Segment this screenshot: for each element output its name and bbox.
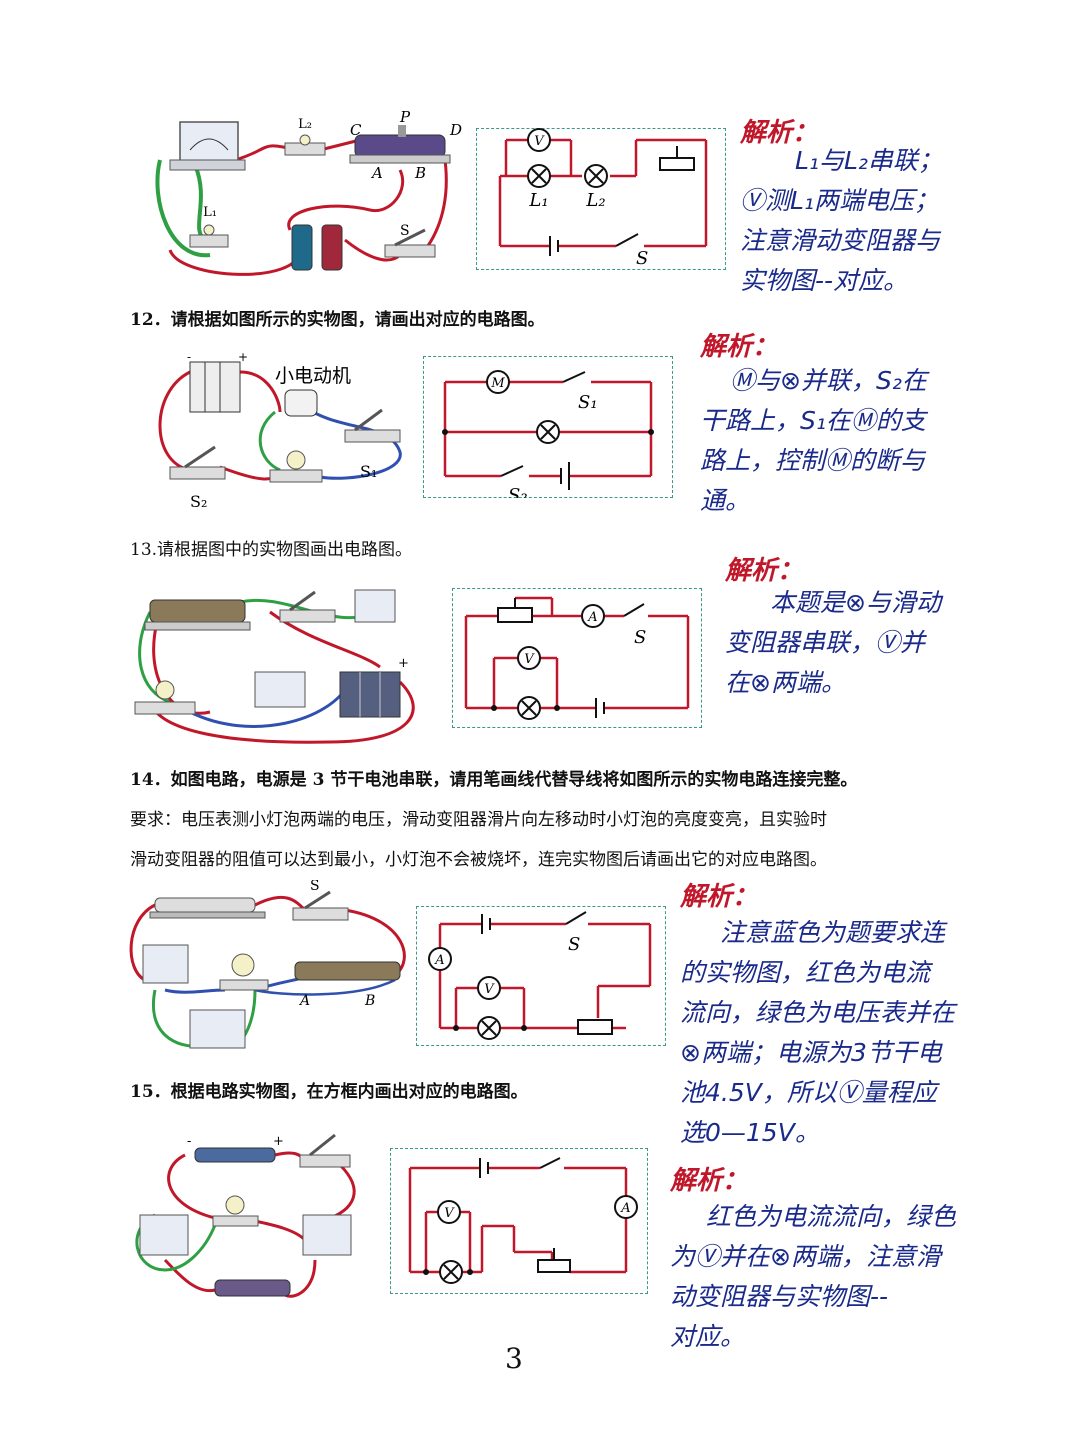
q11-label-B: B — [414, 164, 426, 182]
q11-schem-L2: L₂ — [585, 190, 605, 211]
q12-analysis-line: 干路上，S₁在Ⓜ的支 — [700, 406, 926, 435]
q13-analysis-line: 本题是⊗与滑动 — [770, 588, 941, 617]
q15-physical-diagram: - + — [135, 1133, 356, 1298]
q11-schematic-frame — [476, 128, 726, 270]
q13-schematic-frame — [452, 588, 702, 728]
q15-question: 15．根据电路实物图，在方框内画出对应的电路图。 — [130, 1082, 528, 1102]
q15-analysis-line: 为Ⓥ并在⊗两端，注意滑 — [670, 1242, 941, 1271]
q11-physical-diagram: L₂ C P D A B L₁ S — [155, 110, 462, 276]
q12-analysis-line: 路上，控制Ⓜ的断与 — [700, 446, 926, 475]
q12-label-S1: S₁ — [360, 462, 377, 481]
q14-question: 14．如图电路，电源是 3 节干电池串联，请用笔画线代替导线将如图所示的实物电路… — [130, 770, 858, 790]
q11-label-S: S — [400, 223, 410, 239]
q14-schematic-frame — [416, 906, 666, 1046]
svg-text:V: V — [484, 982, 495, 997]
q14-label-B: B — [364, 993, 375, 1009]
q12-label-minus: - — [187, 352, 191, 364]
svg-text:A: A — [620, 1201, 630, 1216]
q13-label-plus: + — [398, 656, 409, 671]
q14-label-S: S — [310, 880, 320, 894]
q12-label-S2: S₂ — [190, 492, 207, 511]
q15-schematic-frame — [390, 1148, 648, 1294]
q13-physical-diagram: + — [134, 589, 415, 744]
q11-label-D: D — [449, 121, 462, 139]
q11-analysis-heading: 解析： — [740, 118, 819, 148]
q12-physical-diagram: - + 小电动机 S₂ S₁ — [158, 352, 402, 511]
q15-analysis-line: 动变阻器与实物图-- — [670, 1282, 889, 1311]
q14-analysis-line: 注意蓝色为题要求连 — [720, 918, 946, 947]
q12-analysis-line: Ⓜ与⊗并联，S₂在 — [730, 366, 927, 395]
q11-analysis-line: 注意滑动变阻器与 — [740, 226, 941, 255]
q14-analysis: 解析： 注意蓝色为题要求连 的实物图，红色为电流 流向，绿色为电压表并在 ⊗两端… — [680, 876, 955, 1153]
q12-analysis-heading: 解析： — [700, 332, 779, 362]
q14-analysis-line: 流向，绿色为电压表并在 — [680, 998, 956, 1027]
q13-analysis: 解析： 本题是⊗与滑动 变阻器串联，Ⓥ并 在⊗两端。 — [725, 550, 941, 703]
q15-schematic: V A — [408, 1157, 638, 1284]
q13-schematic: A V S — [464, 596, 690, 720]
q14-analysis-heading: 解析： — [680, 882, 759, 912]
q11-analysis-line: L₁与L₂串联； — [795, 146, 943, 175]
q14-analysis-line: 选0—15V。 — [680, 1118, 820, 1147]
q12-analysis-line: 通。 — [700, 486, 751, 515]
q12-schem-S1: S₁ — [578, 392, 598, 413]
svg-text:A: A — [587, 610, 597, 625]
q11-analysis: 解析： L₁与L₂串联； Ⓥ测L₁两端电压； 注意滑动变阻器与 实物图--对应。 — [740, 112, 943, 301]
page-number: 3 — [505, 1342, 523, 1375]
q11-schem-L1: L₁ — [528, 190, 548, 211]
q12-question: 12．请根据如图所示的实物图，请画出对应的电路图。 — [130, 310, 545, 330]
q15-analysis-line: 红色为电流流向，绿色 — [706, 1202, 957, 1231]
q12-schematic: M S₁ S₂ — [442, 370, 654, 498]
q12-label-motor: 小电动机 — [275, 365, 351, 387]
q11-analysis-line: Ⓥ测L₁两端电压； — [740, 186, 939, 215]
q12-analysis: 解析： Ⓜ与⊗并联，S₂在 干路上，S₁在Ⓜ的支 路上，控制Ⓜ的断与 通。 — [700, 326, 927, 521]
q11-label-P: P — [399, 110, 411, 126]
svg-text:V: V — [444, 1206, 455, 1221]
q15-label-plus: + — [273, 1134, 284, 1149]
q15-analysis-line: 对应。 — [670, 1322, 746, 1351]
q11-label-L2: L₂ — [298, 117, 312, 132]
q14-analysis-line: 池4.5V，所以Ⓥ量程应 — [680, 1078, 937, 1107]
q15-analysis: 解析： 红色为电流流向，绿色 为Ⓥ并在⊗两端，注意滑 动变阻器与实物图-- 对应… — [670, 1160, 956, 1357]
q14-analysis-line: ⊗两端；电源为3节干电 — [680, 1038, 942, 1067]
q15-label-minus: - — [187, 1134, 191, 1149]
svg-text:M: M — [490, 376, 505, 391]
q14-schem-S: S — [568, 934, 580, 955]
q13-analysis-line: 在⊗两端。 — [725, 668, 846, 697]
q11-schem-S: S — [636, 248, 648, 269]
q11-label-L1: L₁ — [203, 205, 217, 220]
q11-analysis-line: 实物图--对应。 — [740, 266, 909, 295]
q14-label-A: A — [298, 993, 310, 1009]
q15-analysis-heading: 解析： — [670, 1166, 749, 1196]
svg-text:V: V — [524, 652, 535, 667]
q11-label-A: A — [370, 164, 383, 182]
q14-requirement-1: 要求：电压表测小灯泡两端的电压，滑动变阻器滑片向左移动时小灯泡的亮度变亮，且实验… — [130, 810, 827, 830]
svg-text:A: A — [434, 953, 444, 968]
q13-analysis-heading: 解析： — [725, 556, 804, 586]
q14-schematic: A V S — [428, 911, 652, 1040]
q14-physical-diagram: S A B — [129, 880, 406, 1049]
q14-analysis-line: 的实物图，红色为电流 — [680, 958, 931, 987]
svg-text:V: V — [534, 134, 545, 149]
q13-analysis-line: 变阻器串联，Ⓥ并 — [725, 628, 926, 657]
q12-schematic-frame — [423, 356, 673, 498]
q13-question: 13.请根据图中的实物图画出电路图。 — [130, 540, 413, 560]
q14-requirement-2: 滑动变阻器的阻值可以达到最小，小灯泡不会被烧坏，连完实物图后请画出它的对应电路图… — [130, 850, 827, 870]
q12-schem-S2: S₂ — [508, 485, 528, 498]
q11-schematic: V L₁ L₂ S — [498, 128, 708, 269]
q12-label-plus: + — [238, 352, 248, 364]
q13-schem-S: S — [634, 627, 646, 648]
q11-label-C: C — [350, 121, 362, 139]
